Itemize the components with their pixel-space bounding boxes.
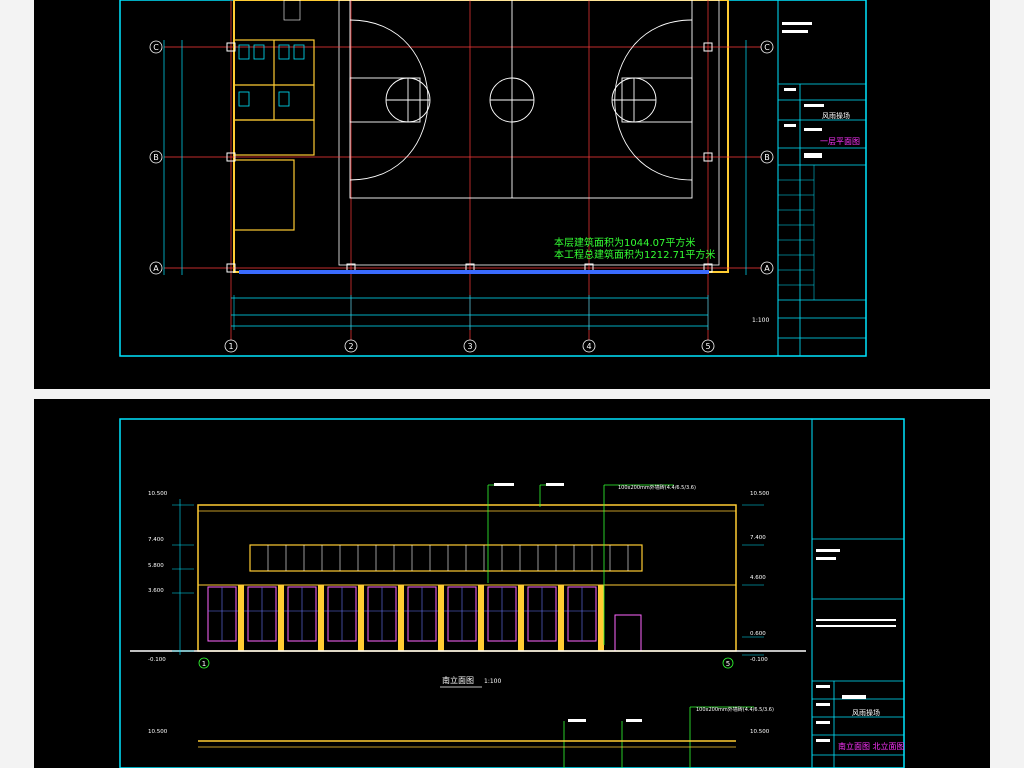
level-right-1: 10.500 bbox=[750, 491, 770, 497]
plan-frame bbox=[119, 0, 867, 357]
title-block-small-text bbox=[782, 22, 824, 158]
elevation-frame bbox=[119, 418, 905, 768]
clerestory-strip bbox=[249, 544, 643, 572]
level-left-4: 3.600 bbox=[148, 588, 164, 594]
axis-label-right: 5 bbox=[726, 660, 730, 668]
elevation-project-name: 风雨操场 bbox=[852, 708, 880, 717]
grid-row-label-b-right: B bbox=[764, 153, 770, 162]
grid-row-label-a-right: A bbox=[764, 264, 770, 273]
floor-plan-sheet: 风雨操场 一层平面图 bbox=[34, 0, 990, 389]
left-rooms bbox=[233, 39, 315, 231]
elevation-caption: 南立面图 bbox=[442, 675, 474, 685]
axis-bubble-right bbox=[722, 657, 734, 669]
levels-left: 10.500 7.400 5.800 3.600 -0.100 bbox=[148, 491, 168, 663]
level-left-5: -0.100 bbox=[148, 657, 166, 663]
elevation-title-block-small-text bbox=[816, 549, 896, 742]
court-inner-wall bbox=[338, 0, 720, 266]
north-level-top: 10.500 bbox=[148, 729, 168, 735]
grid-col-labels: 1 2 3 4 5 bbox=[228, 342, 710, 351]
elevation-title-block-rows bbox=[812, 538, 904, 768]
column-markers bbox=[226, 42, 713, 273]
leader-lines bbox=[487, 484, 754, 768]
leader-notes bbox=[494, 483, 642, 722]
plumbing-fixtures bbox=[238, 44, 305, 107]
grid-row-labels: C B A C B A bbox=[153, 43, 770, 273]
level-dimension-lines bbox=[172, 499, 764, 656]
level-left-2: 7.400 bbox=[148, 537, 164, 543]
elevation-sheet: 风雨操场 南立面图 北立面图 bbox=[34, 399, 990, 768]
wall-tile-callout: 100x200mm外墙砖(4.4/6.5/3.6) bbox=[618, 484, 696, 491]
elevation-sheet-title: 南立面图 北立面图 bbox=[838, 741, 905, 751]
grid-row-label-a: A bbox=[153, 264, 159, 273]
grid-col-label-2: 2 bbox=[348, 342, 353, 351]
title-block-rows bbox=[778, 83, 866, 356]
elevation-drawing: 风雨操场 南立面图 北立面图 bbox=[119, 418, 905, 768]
elevation-caption-scale: 1:100 bbox=[484, 678, 501, 685]
level-right-2: 7.400 bbox=[750, 535, 766, 541]
basketball-court bbox=[349, 0, 693, 199]
plan-project-name: 风雨操场 bbox=[822, 111, 850, 120]
north-level-top-right: 10.500 bbox=[750, 729, 770, 735]
wall-tile-callout-north: 100x200mm外墙砖(4.4/6.5/3.6) bbox=[696, 706, 774, 713]
stair bbox=[283, 0, 301, 21]
grid-lines bbox=[164, 0, 769, 340]
level-left-3: 5.800 bbox=[148, 563, 164, 569]
area-note-total: 本工程总建筑面积为1212.71平方米 bbox=[554, 248, 715, 261]
dimension-ticks bbox=[233, 295, 709, 330]
axis-label-left: 1 bbox=[202, 660, 206, 668]
grid-row-label-c-right: C bbox=[764, 43, 770, 52]
grid-col-label-5: 5 bbox=[705, 342, 710, 351]
building-outline bbox=[233, 0, 729, 273]
elevation-title-block bbox=[811, 418, 905, 768]
grid-col-label-3: 3 bbox=[467, 342, 472, 351]
level-right-5: -0.100 bbox=[750, 657, 768, 663]
plan-title-block bbox=[777, 0, 867, 357]
grid-col-label-4: 4 bbox=[586, 342, 591, 351]
grid-row-label-b: B bbox=[153, 153, 159, 162]
level-left-1: 10.500 bbox=[148, 491, 168, 497]
grid-bubbles-cols bbox=[224, 339, 715, 353]
lower-windows bbox=[207, 585, 642, 652]
plan-sheet-title: 一层平面图 bbox=[820, 137, 860, 146]
clerestory-mullions bbox=[267, 545, 629, 571]
area-note-floor: 本层建筑面积为1044.07平方米 bbox=[554, 236, 695, 249]
grid-col-label-1: 1 bbox=[228, 342, 233, 351]
dimension-lines bbox=[163, 40, 747, 327]
grid-row-label-c: C bbox=[153, 43, 159, 52]
grid-bubbles-rows bbox=[149, 40, 774, 275]
south-windows bbox=[239, 270, 709, 274]
levels-right: 10.500 7.400 4.600 0.600 -0.100 bbox=[750, 491, 770, 663]
axis-bubble-left bbox=[198, 657, 210, 669]
plan-scale: 1:100 bbox=[752, 317, 769, 324]
floor-plan-drawing: 风雨操场 一层平面图 bbox=[119, 0, 867, 357]
level-right-4: 0.600 bbox=[750, 631, 766, 637]
title-block-table bbox=[778, 165, 815, 300]
level-right-3: 4.600 bbox=[750, 575, 766, 581]
